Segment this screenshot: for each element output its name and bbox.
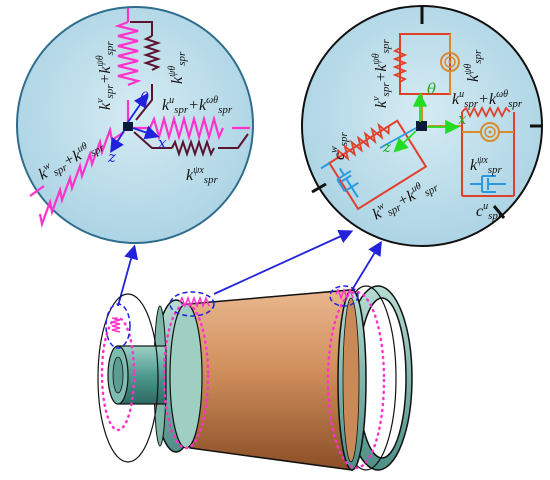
left-z-axis bbox=[110, 130, 125, 154]
svg-text:kψθspr: kψθspr bbox=[167, 51, 188, 84]
left-node bbox=[123, 122, 133, 131]
arrow-mid-ring bbox=[213, 229, 354, 295]
left-flange bbox=[153, 299, 203, 453]
left-label-kpsitheta: kψθspr bbox=[167, 51, 188, 84]
right-box-lowerleft bbox=[320, 119, 428, 211]
svg-text:kvspr+kψθspr: kvspr+kψθspr bbox=[371, 39, 392, 108]
right-z-label: z bbox=[382, 138, 391, 156]
left-end-outline bbox=[97, 293, 159, 463]
right-box-right bbox=[428, 105, 515, 197]
callout-left bbox=[105, 303, 131, 349]
callout-right bbox=[329, 285, 359, 307]
right-label-kpsix: kψxspr bbox=[470, 155, 503, 176]
left-x-axis bbox=[132, 125, 160, 140]
dotted-ring-right bbox=[326, 290, 386, 470]
right-label-kv: kvspr+kψθspr bbox=[371, 39, 392, 108]
svg-text:cwspr: cwspr bbox=[329, 131, 350, 160]
left-label-kpsix: kψxspr bbox=[186, 165, 219, 186]
left-theta-axis bbox=[127, 93, 149, 123]
right-inset: θ x z kvspr+kψθspr kψθspr kuspr+kωθspr k… bbox=[301, 5, 543, 247]
svg-text:kψθspr: kψθspr bbox=[463, 49, 484, 82]
left-inset-circle bbox=[16, 6, 254, 244]
right-label-ku-komega: kuspr+kωθspr bbox=[452, 89, 523, 110]
left-z-label: z bbox=[107, 148, 116, 166]
conical-shell bbox=[187, 289, 353, 471]
left-label-ku-komega: kuspr+kωθspr bbox=[162, 95, 233, 116]
right-theta-label: θ bbox=[427, 80, 436, 98]
left-spring-psix bbox=[133, 131, 249, 158]
svg-text:kvspr+kψθspr: kvspr+kψθspr bbox=[95, 41, 116, 110]
left-x-label: x bbox=[158, 134, 167, 152]
left-spring-v bbox=[114, 8, 142, 124]
right-crosshair bbox=[311, 6, 542, 219]
left-spring-psitheta bbox=[130, 21, 162, 121]
left-inset: θ x z kvspr+kψθspr kψθspr kuspr+kωθspr k… bbox=[16, 6, 254, 244]
arrow-left-end bbox=[117, 244, 139, 307]
right-label-kpsitheta: kψθspr bbox=[463, 49, 484, 82]
arrow-right-ring bbox=[351, 240, 382, 291]
dotted-ring-mid bbox=[162, 302, 210, 450]
right-label-cw: cwspr bbox=[329, 131, 350, 160]
right-node bbox=[416, 121, 427, 131]
right-x-label: x bbox=[458, 110, 467, 128]
right-z-axis bbox=[393, 130, 417, 153]
callout-mid bbox=[169, 291, 215, 317]
dotted-ring-left bbox=[100, 316, 136, 432]
right-label-cu: cuspr bbox=[476, 201, 503, 222]
left-theta-label: θ bbox=[140, 89, 149, 107]
left-label-kv: kvspr+kψθspr bbox=[95, 41, 116, 110]
main-body bbox=[97, 285, 413, 471]
